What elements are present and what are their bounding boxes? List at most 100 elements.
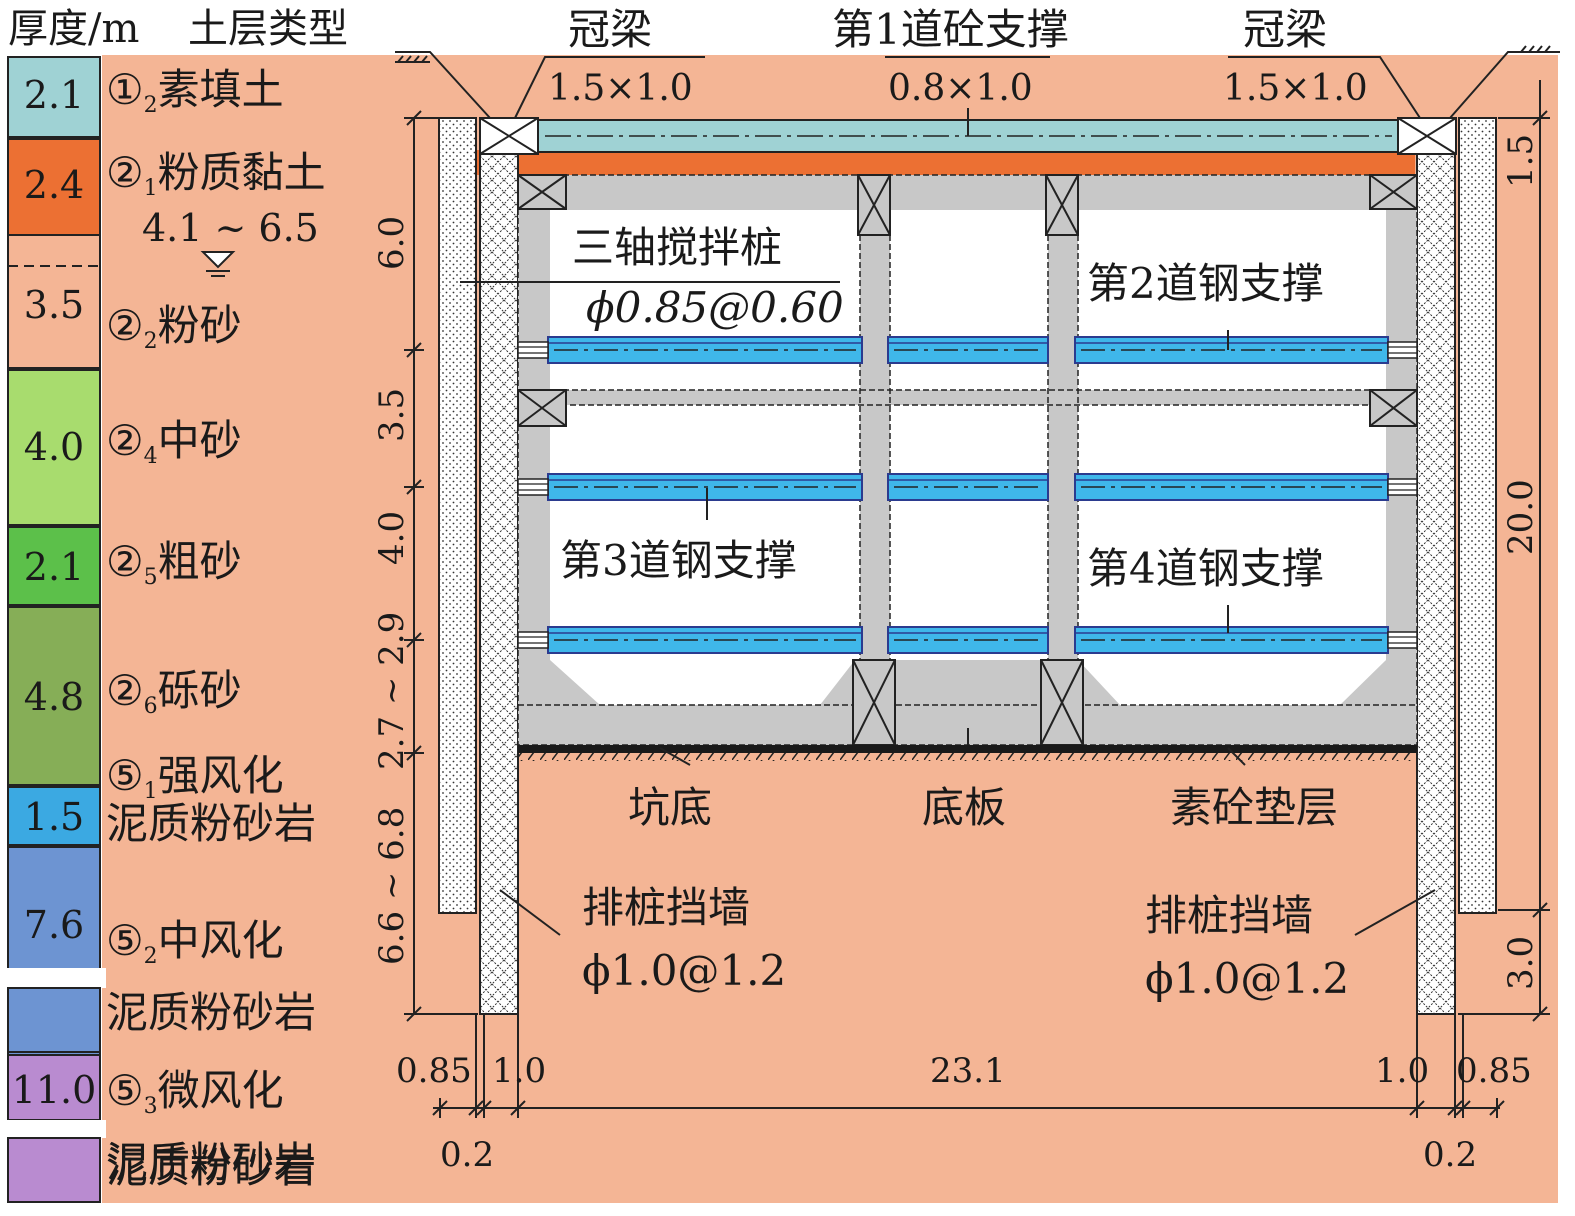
column-caps: [517, 174, 1418, 746]
strut-end-lines: [518, 483, 548, 491]
pile-wall-left-label: 排桩挡墙: [582, 883, 750, 932]
layer-thickness: 2.1: [24, 545, 84, 589]
dim-right-1: 20.0: [1501, 479, 1541, 555]
layer-3: 3.5 ②2粉砂: [7, 234, 242, 369]
triaxial-pile-spec: ϕ0.85@0.60: [586, 283, 844, 332]
strut-end-connector: [1387, 478, 1418, 496]
strut-2-label: 第2道钢支撑: [1087, 259, 1324, 308]
dimension-lines: [404, 80, 1550, 1118]
dim-right-2: 3.0: [1501, 936, 1541, 990]
leader-lines: [395, 51, 1560, 936]
strut-4-label: 第4道钢支撑: [1087, 544, 1324, 593]
dim-left-2: 4.0: [372, 511, 412, 565]
dim-left-4: 6.6 ~ 6.8: [372, 807, 412, 965]
triaxial-pile-left: [438, 117, 477, 914]
strut-end-connector: [517, 631, 549, 649]
layer-name: ⑤3微风化: [106, 1066, 284, 1119]
layer-thickness: 2.4: [24, 163, 84, 207]
steel-strut-row-3: [517, 473, 1418, 501]
dim-left-3: 2.7 ~ 2.9: [372, 612, 412, 770]
layer-thickness: 11.0: [12, 1068, 97, 1112]
strut-end-connector: [1387, 341, 1418, 359]
dim-right-0: 1.5: [1501, 134, 1541, 188]
pile-wall-left-spec: ϕ1.0@1.2: [582, 946, 786, 995]
layer-color-box: [7, 1137, 101, 1203]
layer-color-box: [7, 987, 101, 1053]
strut-3-label: 第3道钢支撑: [560, 536, 797, 585]
layer-thickness: 1.5: [24, 795, 84, 839]
strut-end-connector: [517, 478, 549, 496]
dim-bottom-1: 1.0: [492, 1051, 546, 1091]
layer-name: ②5粗砂: [106, 537, 242, 590]
layer-name-2: 泥质粉砂岩: [106, 799, 316, 848]
layer-name-2: 泥质粉砂岩: [106, 988, 316, 1037]
layer-4: 4.0 ②4中砂: [7, 369, 242, 526]
crown-beam-right-size: 1.5×1.0: [1223, 68, 1368, 109]
strut-end-lines: [1388, 346, 1417, 354]
strut-1-size: 0.8×1.0: [888, 68, 1033, 109]
strut-1-label: 第1道砼支撑: [832, 5, 1069, 54]
crown-beam-left-label: 冠梁: [568, 5, 652, 54]
clay-band: [475, 150, 1415, 175]
strut-end-connector: [517, 341, 549, 359]
layer-name: ②4中砂: [106, 416, 242, 469]
crown-beam-left-size: 1.5×1.0: [548, 68, 693, 109]
layer-thickness: 7.6: [24, 903, 84, 947]
layer-color-box: [7, 786, 101, 846]
layer-color-box: [7, 234, 101, 369]
layer-thickness: 2.1: [24, 73, 84, 117]
layer-name: ②2粉砂: [106, 301, 242, 354]
cushion-label: 素砼垫层: [1170, 783, 1338, 832]
layer-break-gap: [6, 968, 106, 988]
strut-end-lines: [518, 636, 548, 644]
layer-name-2: 泥质粉砂岩: [106, 1138, 316, 1187]
pit-bottom-label: 坑底: [628, 783, 712, 832]
steel-strut-row-2: [517, 336, 1418, 364]
layer-name: ②6砾砂: [106, 666, 242, 719]
layer-name: ⑤1强风化: [106, 751, 284, 804]
dim-bottom-4: 0.85: [1456, 1051, 1532, 1091]
left-dimension-texts: 6.0 3.5 4.0 2.7 ~ 2.9 6.6 ~ 6.8: [372, 216, 412, 965]
layer-color-box: [7, 526, 101, 606]
layer-thickness: 3.5: [24, 283, 84, 327]
base-slab-label: 底板: [922, 783, 1006, 832]
dim-left-0: 6.0: [372, 216, 412, 270]
strut-end-connector: [1387, 631, 1418, 649]
crown-beam-right-label: 冠梁: [1243, 5, 1327, 54]
layer-color-box: [7, 369, 101, 526]
header-soil-type: 土层类型: [188, 6, 348, 52]
steel-strut-row-4: [517, 626, 1418, 654]
layer-thickness: 4.8: [24, 675, 84, 719]
layer-name-2: 泥质粉砂岩: [106, 1143, 316, 1192]
pit-bottom-hatch: [518, 753, 1417, 761]
water-level-icon: [200, 251, 236, 277]
strut-end-lines: [1388, 636, 1417, 644]
dim-left-1: 3.5: [372, 388, 412, 442]
layer-name: ②1粉质黏土: [106, 148, 326, 201]
crown-beam-right: [1397, 117, 1457, 155]
pile-wall-right-label: 排桩挡墙: [1145, 891, 1313, 940]
triaxial-pile-label: 三轴搅拌桩: [572, 223, 782, 272]
cushion-layer: [518, 745, 1417, 753]
dim-bottom-low-0: 0.2: [440, 1135, 494, 1175]
layer-thickness: 4.0: [24, 425, 84, 469]
strut-end-lines: [1388, 483, 1417, 491]
layer-5: 2.1 ②5粗砂: [7, 526, 242, 606]
water-level-label: 4.1 ~ 6.5: [142, 206, 319, 250]
crown-beam-left: [479, 117, 539, 155]
layer-6: 4.8 ②6砾砂: [7, 606, 242, 786]
pile-wall-left: [479, 151, 519, 1015]
header-thickness: 厚度/m: [8, 6, 139, 52]
pile-wall-right-spec: ϕ1.0@1.2: [1145, 954, 1349, 1003]
layer-color-box: [7, 56, 101, 138]
layer-2: 2.4 ②1粉质黏土: [7, 138, 326, 236]
pile-wall-right: [1416, 151, 1456, 1015]
triaxial-pile-right: [1458, 117, 1497, 914]
layer-color-box: [7, 138, 101, 236]
